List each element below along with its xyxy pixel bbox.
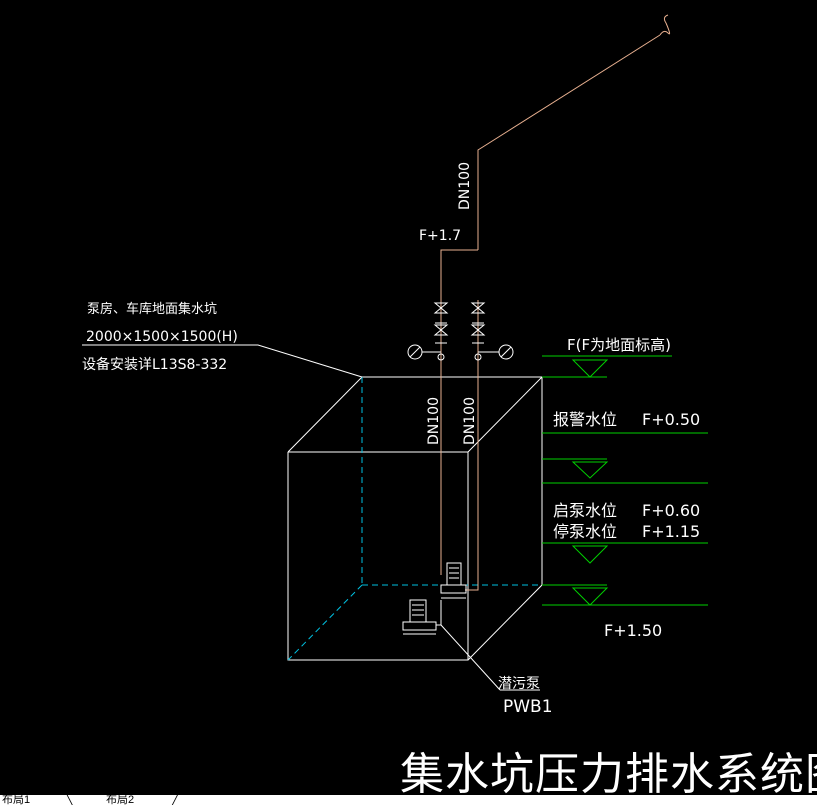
gate-valve-left-icon (433, 302, 449, 314)
tab-separator: ╲ (66, 795, 73, 805)
alarm-level-label: 报警水位 (553, 410, 617, 429)
check-valve-left-icon (433, 324, 449, 336)
pit-size: 2000×1500×1500(H) (86, 329, 238, 345)
pit-top-edges (287, 376, 544, 453)
tab-layout-2[interactable]: 布局2 (106, 795, 135, 805)
riser-right-elbow (465, 580, 479, 591)
pump-lower-motor-icon (409, 599, 427, 623)
pipe-break-mark (659, 14, 671, 36)
start-level-value: F+0.60 (642, 501, 700, 520)
riser-left-size-label: DN100 (426, 397, 442, 445)
check-valve-right-icon (470, 324, 486, 336)
pit-hidden-edges (287, 377, 542, 661)
main-pipe-size-label: DN100 (457, 162, 473, 210)
pit-right-edges (467, 377, 543, 661)
pipework (440, 14, 671, 591)
stop-level-label: 停泵水位 (553, 522, 617, 541)
diagram-title: 集水坑压力排水系统图 (400, 749, 817, 795)
pump-name-label: 潜污泵 (498, 676, 540, 692)
stop-level-value: F+1.15 (642, 522, 700, 541)
main-discharge-pipe (477, 34, 661, 250)
pump-upper-motor-icon (446, 562, 462, 586)
alarm-level-value: F+0.50 (642, 410, 700, 429)
gate-valve-right-icon (470, 302, 486, 314)
level-lines (542, 355, 708, 606)
pit-install-ref: 设备安装详L13S8-332 (82, 356, 227, 373)
pump-leader (440, 624, 501, 691)
valve-set-left (407, 302, 449, 361)
start-level-label: 启泵水位 (553, 501, 617, 520)
tab-separator: ╱ (172, 795, 179, 805)
pit-label: 泵房、车库地面集水坑 (87, 301, 217, 317)
floor-level-note: F(F为地面标高) (567, 336, 671, 354)
branch-elevation-label: F+1.7 (419, 228, 461, 244)
pump-lower (402, 599, 442, 635)
bottom-level-value: F+1.50 (604, 621, 662, 640)
pump-upper (440, 562, 467, 599)
riser-right-size-label: DN100 (462, 397, 478, 445)
branch-pipe (440, 249, 478, 300)
layout-tab-bar: 布局1 ╲ 布局2 ╱ (0, 795, 817, 805)
tab-layout-1[interactable]: 布局1 (2, 795, 31, 805)
pump-code-label: PWB1 (503, 697, 553, 717)
valve-set-right (470, 302, 514, 361)
collection-pit (287, 376, 544, 661)
